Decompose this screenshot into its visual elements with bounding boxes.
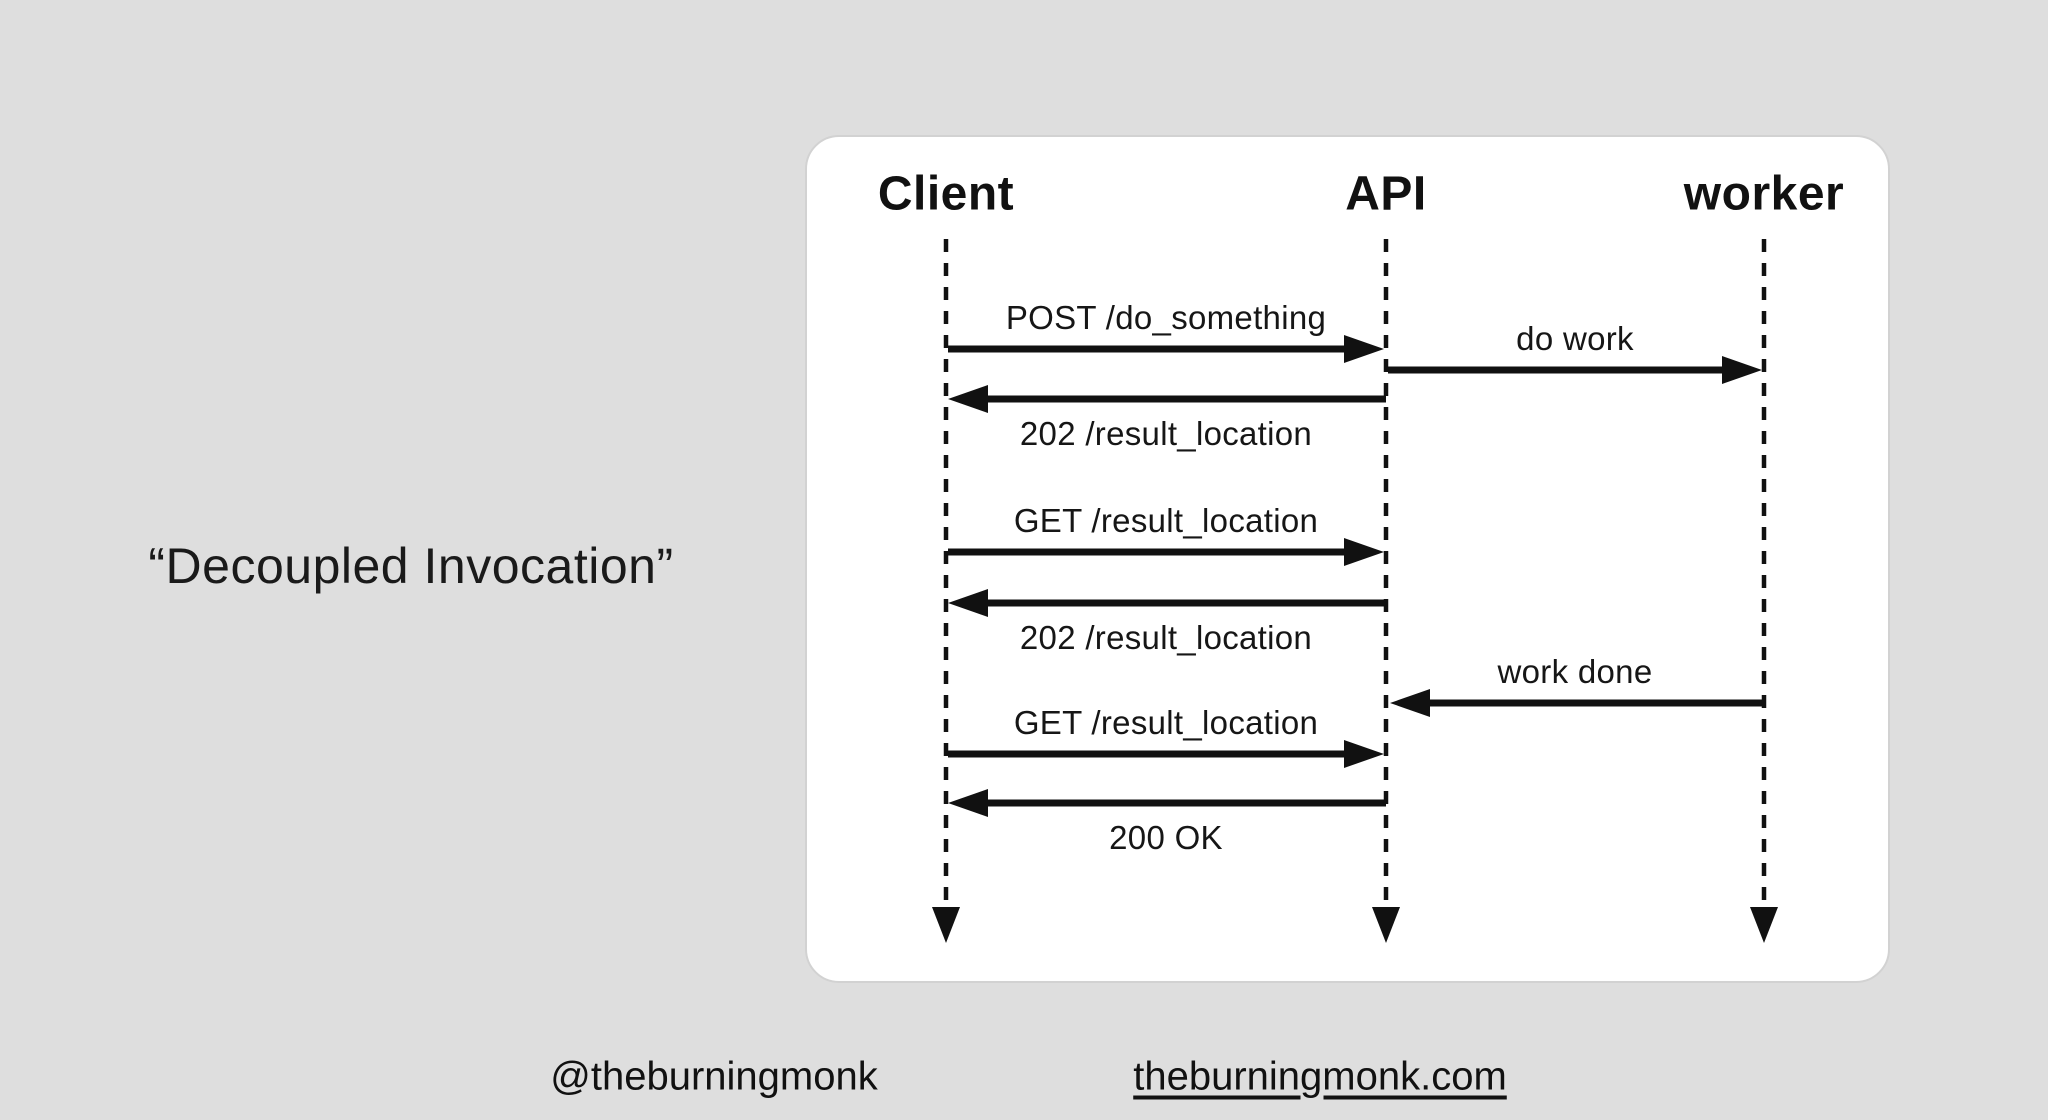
message-arrow-post-do-something <box>948 335 1384 363</box>
footer-website-link[interactable]: theburningmonk.com <box>1133 1054 1507 1099</box>
message-label-202-result-location-2: 202 /result_location <box>1019 619 1313 656</box>
footer-twitter-handle: @theburningmonk <box>550 1054 878 1099</box>
participant-label-worker: worker <box>1683 167 1845 221</box>
message-arrow-get-result-location-1 <box>948 538 1384 566</box>
message-label-do-work: do work <box>1516 320 1634 357</box>
lifeline-client-arrowhead-icon <box>932 907 960 943</box>
lifeline-api-arrowhead-icon <box>1372 907 1400 943</box>
message-arrow-200-ok <box>948 789 1386 817</box>
lifeline-worker-arrowhead-icon <box>1750 907 1778 943</box>
sequence-diagram-card: Client API worker <box>805 135 1890 983</box>
message-label-work-done: work done <box>1497 653 1653 690</box>
message-label-get-result-location-2: GET /result_location <box>1013 704 1319 741</box>
lifeline-worker <box>1750 239 1778 943</box>
message-arrow-work-done <box>1390 689 1764 717</box>
message-arrow-202-result-location-1 <box>948 385 1386 413</box>
message-label-get-result-location-1: GET /result_location <box>1013 502 1319 539</box>
sequence-diagram-canvas <box>932 239 1778 943</box>
lifeline-api <box>1372 239 1400 943</box>
message-label-post-do-something: POST /do_something <box>1005 299 1327 336</box>
lifeline-client <box>932 239 960 943</box>
message-arrow-do-work <box>1388 356 1762 384</box>
message-arrow-202-result-location-2 <box>948 589 1386 617</box>
slide-title: “Decoupled Invocation” <box>148 538 674 594</box>
message-label-202-result-location-1: 202 /result_location <box>1019 415 1313 452</box>
participant-label-client: Client <box>877 167 1015 221</box>
participant-label-api: API <box>1345 167 1427 221</box>
message-label-200-ok: 200 OK <box>1109 819 1223 856</box>
message-arrow-get-result-location-2 <box>948 740 1384 768</box>
